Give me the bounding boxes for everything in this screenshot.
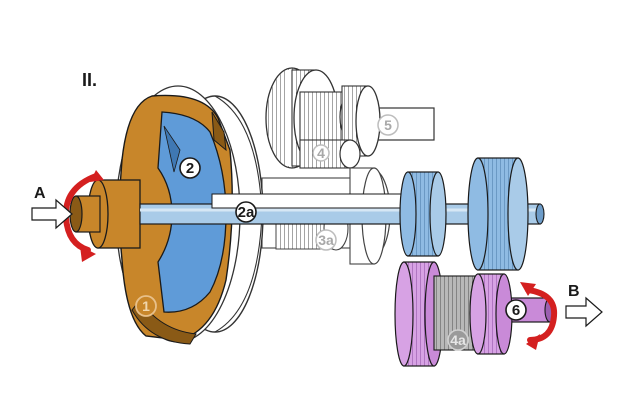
- output-rotation-arrow: [520, 282, 558, 350]
- part-marker-5: [377, 114, 399, 136]
- upper-gear-cluster: 4 5: [265, 67, 435, 169]
- part-label-2a: 2a: [238, 204, 255, 221]
- output-gear-set: 4a 6: [394, 261, 556, 367]
- part-marker-1: [135, 295, 157, 317]
- part-label-5: 5: [384, 117, 392, 133]
- part-label-2: 2: [186, 160, 194, 177]
- output-arrow: B: [565, 283, 603, 328]
- diagram-title: II.: [82, 70, 97, 90]
- output-label: B: [568, 283, 580, 300]
- part-label-6: 6: [512, 302, 520, 319]
- part-marker-4a: [447, 329, 469, 351]
- part-label-1: 1: [142, 298, 150, 314]
- part-marker-4: [312, 144, 330, 162]
- input-arrow: A: [31, 185, 73, 230]
- part-marker-2a: [235, 201, 257, 223]
- part-marker-3a: [315, 229, 337, 251]
- part-label-4a: 4a: [450, 332, 466, 348]
- part-marker-6: [505, 299, 527, 321]
- part-label-3a: 3a: [318, 232, 334, 248]
- input-label: A: [34, 185, 46, 202]
- output-shaft-gears: [399, 157, 529, 271]
- part-label-4: 4: [317, 145, 325, 161]
- part-marker-2: [179, 157, 201, 179]
